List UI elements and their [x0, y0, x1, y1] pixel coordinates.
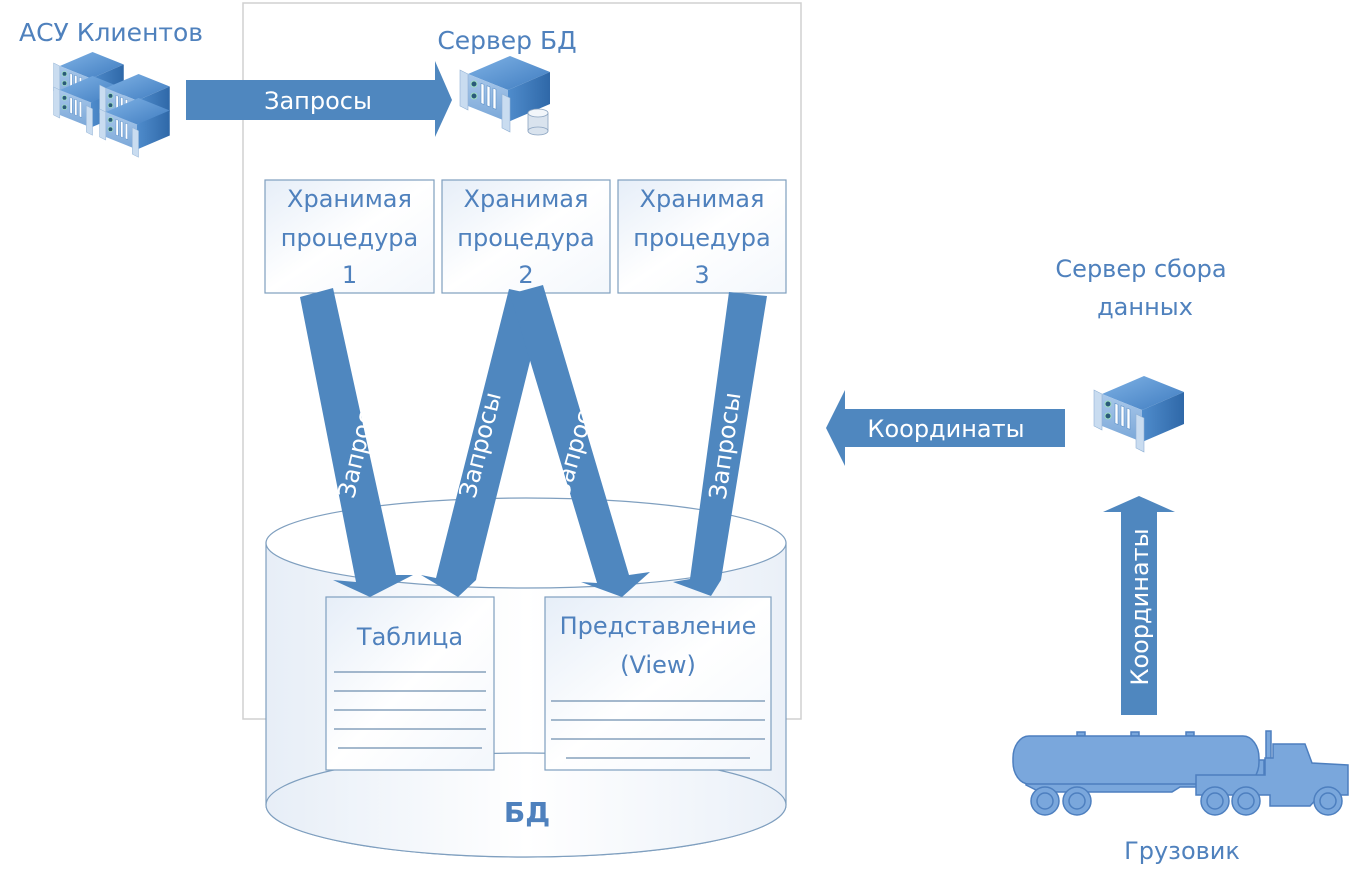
- svg-text:Координаты: Координаты: [867, 415, 1024, 443]
- svg-text:Представление: Представление: [560, 612, 757, 640]
- truck-label: Грузовик: [1124, 837, 1240, 865]
- clients-label: АСУ Клиентов: [19, 18, 203, 47]
- svg-text:(View): (View): [620, 651, 696, 679]
- table-rows: [334, 671, 486, 749]
- svg-text:Хранимая: Хранимая: [464, 185, 589, 213]
- collector-label-line2: данных: [1097, 293, 1193, 321]
- svg-text:процедура: процедура: [633, 224, 770, 252]
- svg-text:2: 2: [518, 261, 533, 289]
- database-server-icon: [459, 55, 551, 136]
- database-cylinder-icon: [527, 108, 549, 136]
- svg-text:Хранимая: Хранимая: [640, 185, 765, 213]
- database-label: БД: [504, 796, 550, 829]
- view-object: Представление (View): [544, 596, 772, 771]
- tanker-truck-icon: [1012, 730, 1349, 816]
- table-object: Таблица: [325, 596, 495, 771]
- stored-procedure-2: Хранимая процедура 2: [441, 179, 611, 294]
- coordinates-arrow-from-truck: Координаты: [1103, 496, 1175, 715]
- stored-procedure-1: Хранимая процедура 1: [264, 179, 435, 294]
- svg-text:1: 1: [342, 261, 357, 289]
- svg-text:Таблица: Таблица: [356, 623, 463, 651]
- requests-arrow-label: Запросы: [264, 87, 372, 115]
- coordinates-arrow-to-db-server: Координаты: [826, 390, 1065, 466]
- server-icon: [1093, 375, 1185, 453]
- collector-label-line1: Сервер сбора: [1055, 255, 1226, 283]
- view-rows: [551, 700, 765, 759]
- db-server-label: Сервер БД: [437, 26, 576, 55]
- svg-text:3: 3: [694, 261, 709, 289]
- svg-text:Хранимая: Хранимая: [287, 185, 412, 213]
- svg-text:процедура: процедура: [457, 224, 594, 252]
- server-rack-cluster-icon: [53, 51, 171, 158]
- requests-arrow-to-db-server: Запросы: [186, 61, 452, 137]
- stored-procedure-3: Хранимая процедура 3: [617, 179, 787, 294]
- svg-text:Координаты: Координаты: [1126, 528, 1154, 685]
- svg-text:процедура: процедура: [281, 224, 418, 252]
